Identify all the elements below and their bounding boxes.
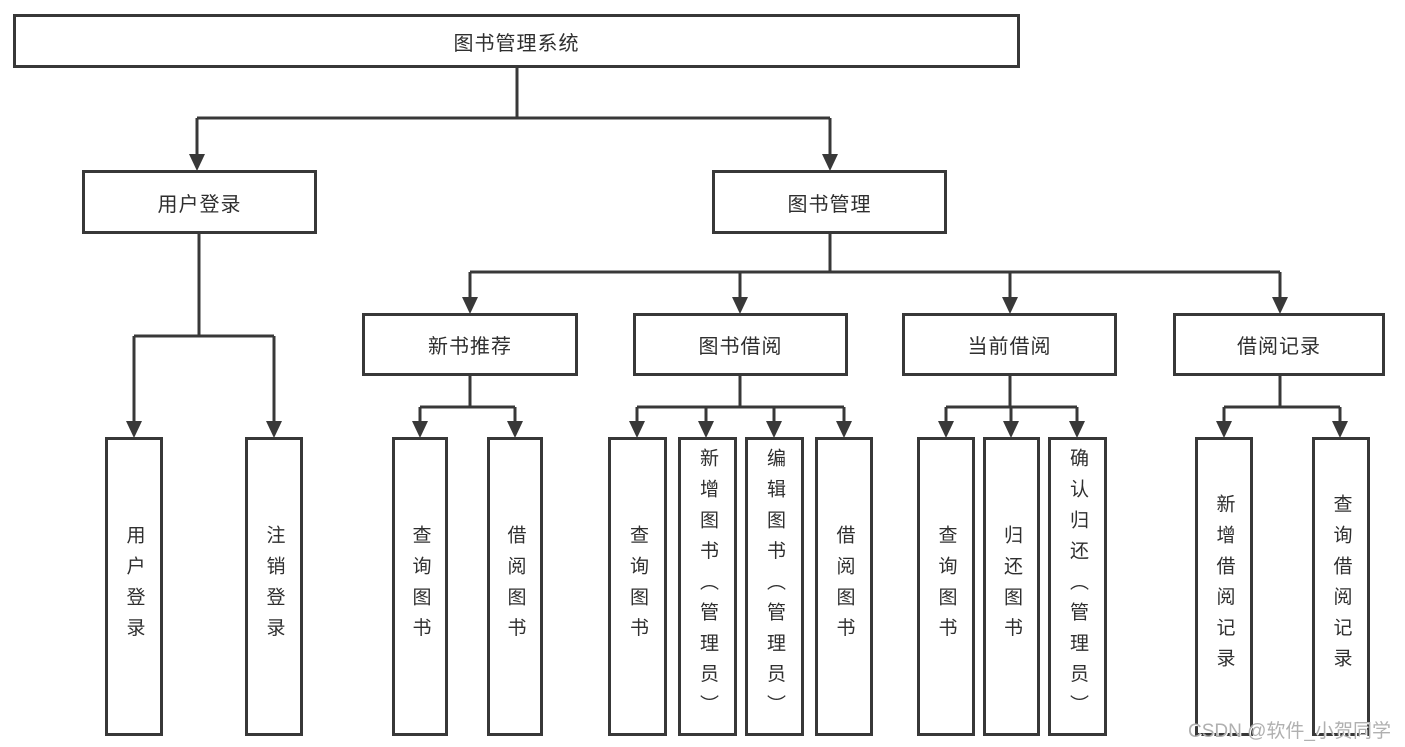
node-book-borrow-label: 图书借阅 [698,336,783,358]
node-leaf-borrow-add-label: 新增图书（管理员） [697,447,718,726]
node-current-borrow: 当前借阅 [902,313,1117,376]
node-leaf-borrow-edit-label: 编辑图书（管理员） [764,447,785,726]
node-leaf-borrow-query-label: 查询图书 [627,524,648,649]
node-root: 图书管理系统 [13,14,1020,68]
csdn-watermark: CSDN @软件_小贺同学 [1188,721,1391,742]
node-leaf-record-add-label: 新增借阅记录 [1213,494,1235,679]
node-leaf-current-confirm: 确认归还（管理员） [1048,437,1107,736]
node-current-borrow-label: 当前借阅 [967,336,1052,358]
node-user-login-label: 用户登录 [157,193,242,216]
node-leaf-newbook-query-label: 查询图书 [409,524,431,649]
node-new-book-recommend: 新书推荐 [362,313,578,376]
node-leaf-current-return: 归还图书 [983,437,1040,736]
node-leaf-newbook-borrow-label: 借阅图书 [504,524,526,649]
node-book-management-label: 图书管理 [787,193,872,216]
node-borrow-record: 借阅记录 [1173,313,1385,376]
node-leaf-current-query: 查询图书 [917,437,975,736]
node-leaf-record-add: 新增借阅记录 [1195,437,1253,736]
node-borrow-record-label: 借阅记录 [1237,336,1321,358]
node-leaf-logout-label: 注销登录 [263,524,285,649]
node-leaf-current-query-label: 查询图书 [935,524,957,649]
node-leaf-borrow-query: 查询图书 [608,437,667,736]
node-leaf-borrow-add: 新增图书（管理员） [678,437,737,736]
node-new-book-recommend-label: 新书推荐 [428,336,512,358]
node-leaf-logout: 注销登录 [245,437,303,736]
node-leaf-newbook-borrow: 借阅图书 [487,437,543,736]
node-leaf-newbook-query: 查询图书 [392,437,448,736]
node-leaf-borrow-borrow-label: 借阅图书 [833,524,855,649]
node-leaf-user-login-label: 用户登录 [123,524,145,649]
node-leaf-borrow-borrow: 借阅图书 [815,437,873,736]
node-leaf-current-return-label: 归还图书 [1001,524,1022,649]
node-leaf-user-login: 用户登录 [105,437,163,736]
node-leaf-current-confirm-label: 确认归还（管理员） [1067,447,1088,726]
node-book-management: 图书管理 [712,170,947,234]
node-leaf-record-query: 查询借阅记录 [1312,437,1370,736]
node-leaf-record-query-label: 查询借阅记录 [1330,494,1352,679]
node-leaf-borrow-edit: 编辑图书（管理员） [745,437,804,736]
node-user-login: 用户登录 [82,170,317,234]
node-book-borrow: 图书借阅 [633,313,848,376]
node-root-label: 图书管理系统 [453,32,580,55]
